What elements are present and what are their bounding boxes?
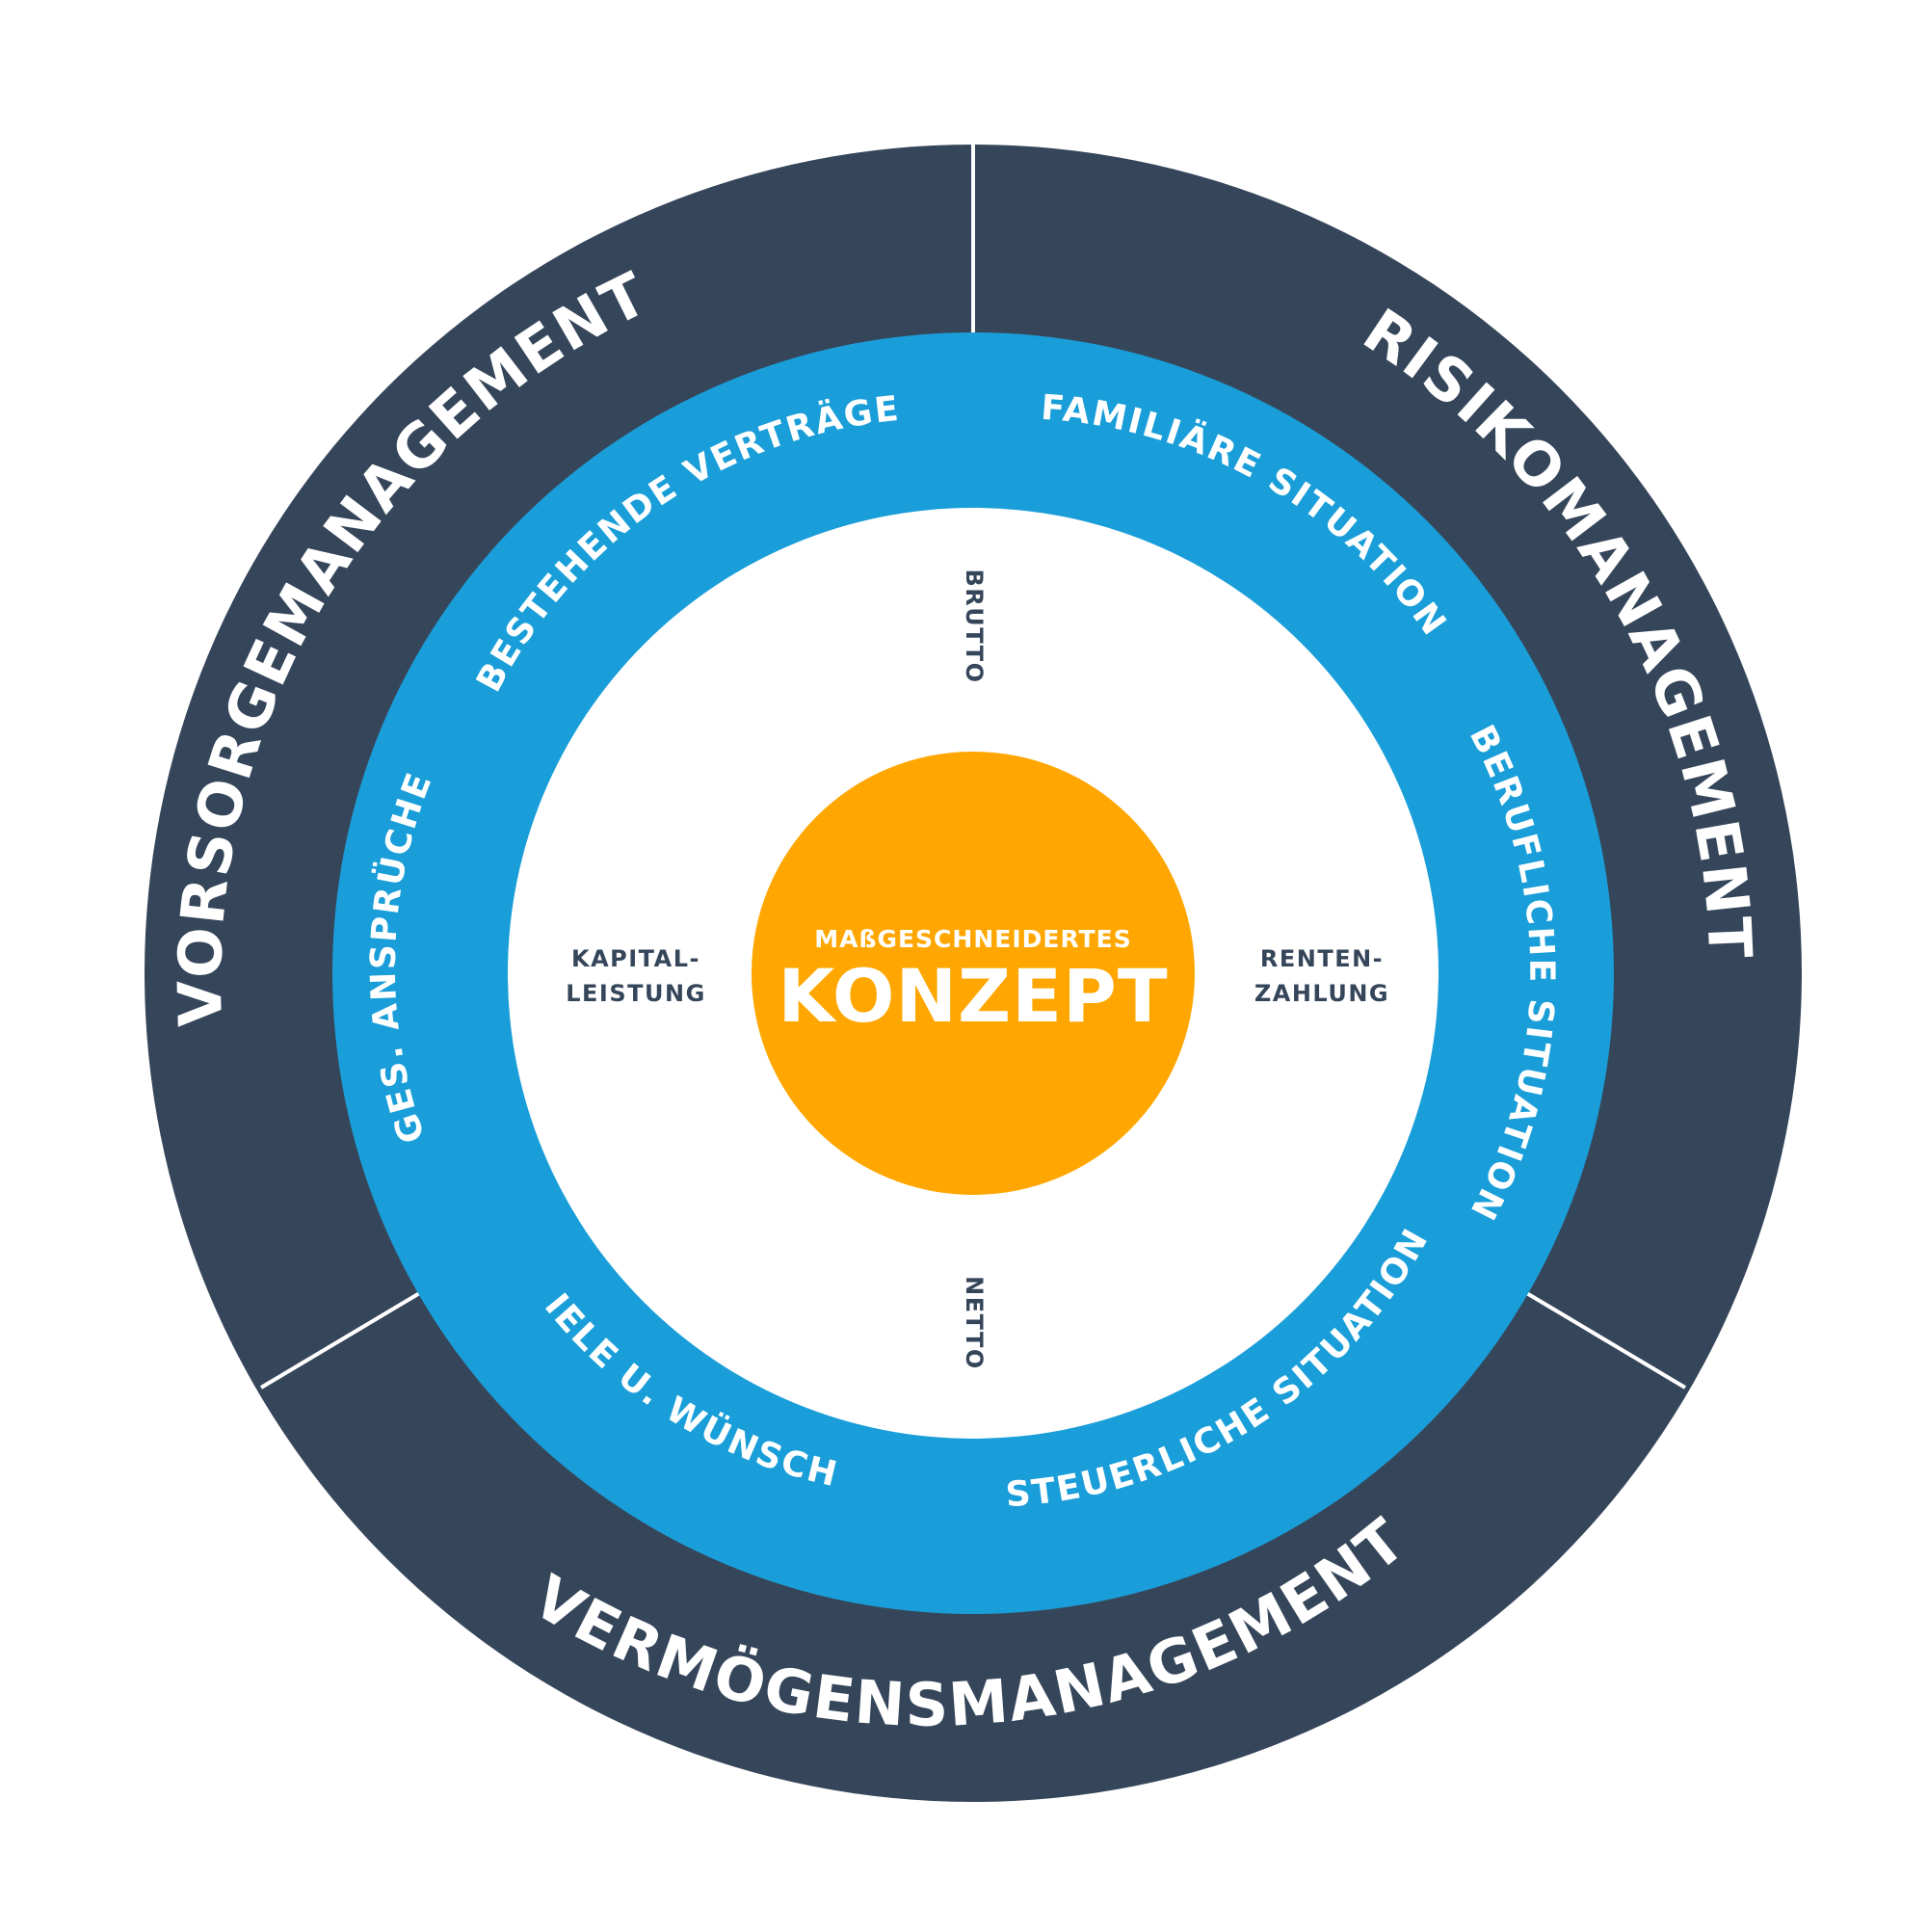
inner-label-netto: NETTO	[961, 1276, 988, 1370]
center-subtitle: MAßGESCHNEIDERTES	[814, 925, 1131, 953]
inner-label-kapital-1: KAPITAL-	[571, 945, 700, 972]
center-circle	[752, 752, 1195, 1195]
divider-lower-right	[1525, 1291, 1687, 1389]
inner-label-brutto: BRUTTO	[961, 569, 988, 684]
inner-label-kapital-2: LEISTUNG	[566, 980, 706, 1007]
center-title: KONZEPT	[778, 953, 1168, 1039]
inner-label-renten-2: ZAHLUNG	[1254, 980, 1389, 1007]
divider-lower-left	[259, 1291, 421, 1389]
inner-label-renten-1: RENTEN-	[1260, 945, 1384, 972]
